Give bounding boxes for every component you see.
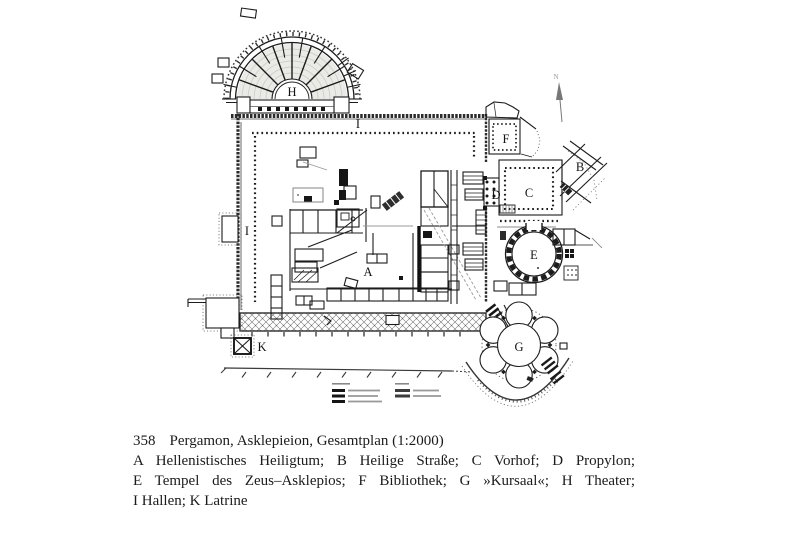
label-theater-h: H: [287, 85, 296, 99]
caption-title-line: 358 Pergamon, Asklepieion, Gesamtplan (1:…: [133, 431, 635, 451]
north-arrow-label: N: [553, 73, 558, 81]
theater-stage: [236, 96, 350, 114]
label-latrine-k: K: [257, 340, 266, 354]
caption-key-line-2: E Tempel des Zeus–Asklepios; F Bibliothe…: [133, 473, 635, 489]
legend-bar: [395, 389, 410, 392]
west-bastion: [221, 215, 239, 243]
figure-title: Pergamon, Asklepieion, Gesamtplan (1:200…: [169, 433, 444, 449]
southwest-gatehouse: [187, 294, 243, 339]
latrine-k: [230, 334, 255, 358]
figure-caption: 358 Pergamon, Asklepieion, Gesamtplan (1:…: [133, 431, 635, 511]
theater: [211, 7, 365, 114]
caption-key-line-3: I Hallen; K Latrine: [133, 493, 248, 509]
label-library-f: F: [503, 132, 510, 146]
hellenistic-sanctuary-ruins: [270, 146, 487, 320]
library-f: [485, 101, 541, 158]
theater-upper-radials: [239, 37, 345, 78]
temple-e: [493, 221, 603, 296]
legend-header-right: [395, 383, 409, 385]
legend-bar: [332, 394, 345, 398]
label-temple-e: E: [530, 248, 538, 262]
label-hall-i-north: I: [356, 117, 360, 131]
theater-radial-stairs: [239, 43, 345, 93]
label-forecourt-c: C: [525, 186, 533, 200]
legend-bar: [332, 389, 345, 392]
scale-legend: [332, 383, 441, 403]
sacred-street-b: [555, 140, 608, 211]
east-range-rooms: [452, 171, 487, 271]
rotated-structure: [381, 191, 405, 211]
naiskos: [336, 208, 360, 228]
propylon-d: [483, 176, 500, 210]
label-street-b: B: [576, 160, 584, 174]
label-sanctuary-a: A: [363, 265, 372, 279]
north-arrow: N: [553, 73, 563, 123]
label-kursaal-g: G: [514, 340, 523, 354]
legend-bar: [332, 400, 345, 403]
figure-number: 358: [133, 433, 156, 449]
label-propylon-d: D: [491, 188, 500, 202]
south-range-bays: [326, 287, 449, 302]
kursaal-rotunda-g: [461, 301, 574, 407]
label-hall-i-west: I: [245, 224, 249, 238]
enclosure-walls: [218, 114, 488, 313]
legend-header-left: [332, 383, 350, 385]
legend-bar: [395, 394, 410, 398]
caption-key-line-1: A Hellenistisches Heiligtum; B Heilige S…: [133, 453, 635, 469]
lower-terrace-wall: [220, 367, 473, 378]
